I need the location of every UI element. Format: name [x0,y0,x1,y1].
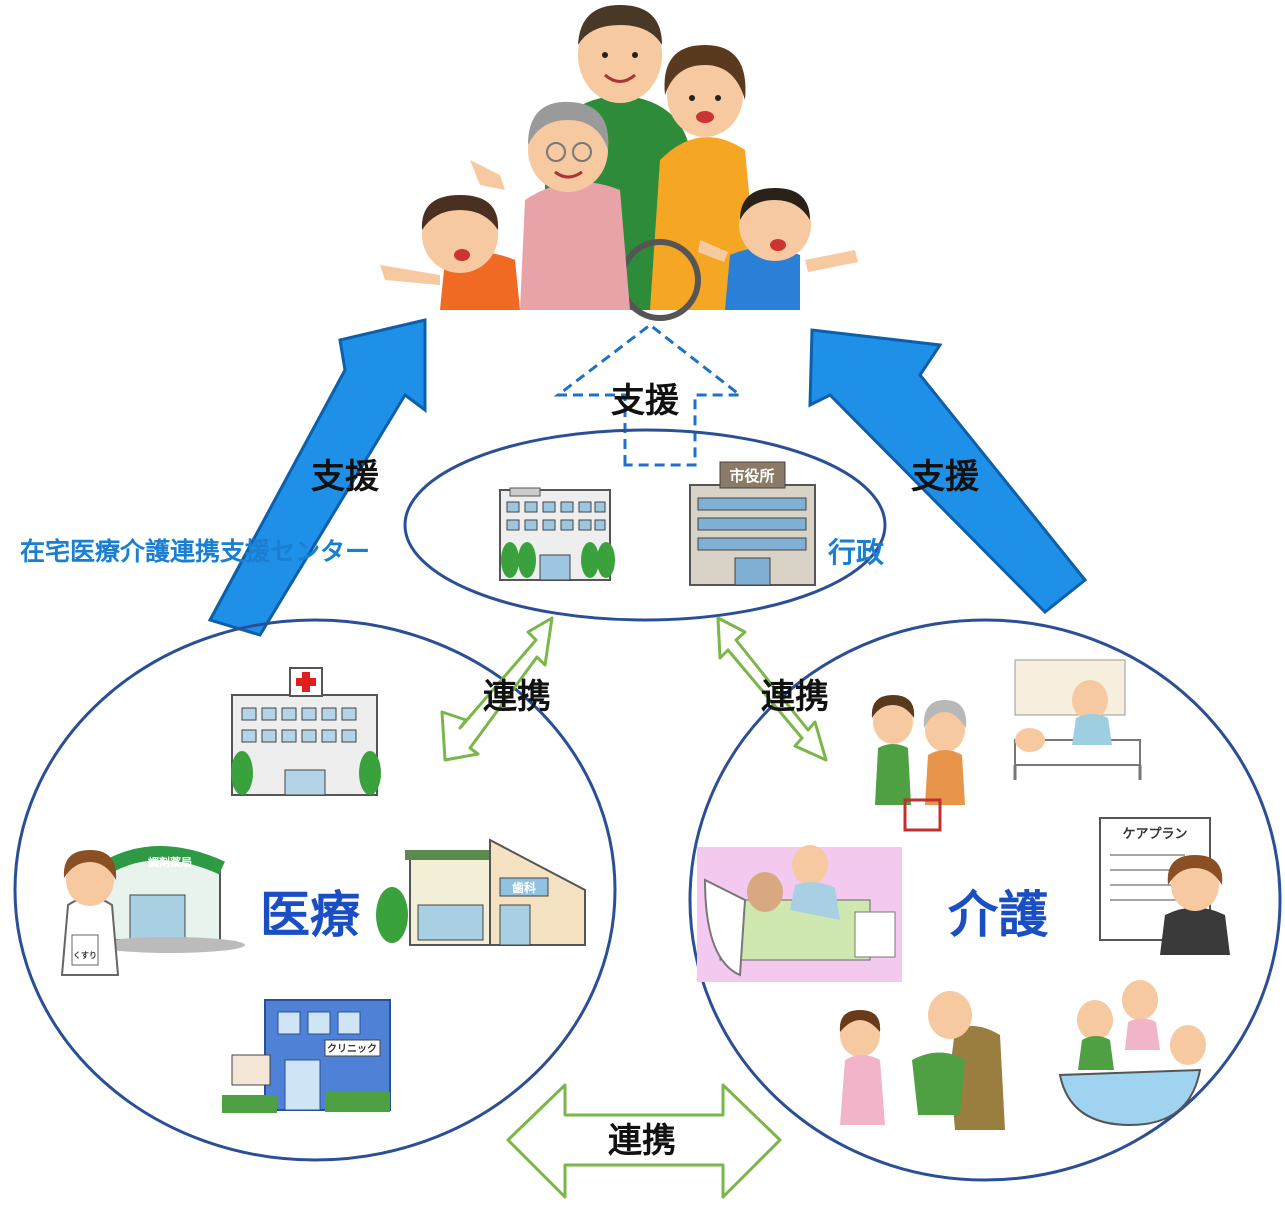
support-label-right: 支援 [911,457,980,497]
girl-figure [380,160,520,310]
grandmother-figure [520,101,701,321]
support-label-center: 支援 [611,381,680,421]
link-arrow-bottom [506,1083,782,1199]
caregiver-walking-figure [871,695,967,832]
care-manager-figure [1160,855,1230,955]
bedside-care-figure [1013,659,1142,780]
medicine-label: くすり [73,951,97,960]
link-arrow-left [440,616,554,762]
support-arrow-right [808,328,1088,615]
boy-figure [698,188,858,310]
care-circle [688,618,1282,1182]
support-center-building [499,487,615,581]
clinic-sign: クリニック [327,1043,377,1055]
hospital-building [231,667,381,796]
link-label-left: 連携 [483,677,551,717]
medical-circle [13,618,617,1162]
family-illustration [380,5,858,321]
pharmacy-building: 調剤薬局 [90,846,245,953]
dental-clinic-building: 歯科 [376,838,586,946]
city-hall-building: 市役所 [689,461,816,586]
support-arrow-left [207,318,427,637]
support-center-label: 在宅医療介護連携支援センター [20,537,370,566]
care-label: 介護 [948,886,1049,944]
health-check-scene [839,991,1005,1130]
pharmacy-sign: 調剤薬局 [148,855,192,869]
medical-label: 医療 [260,886,360,944]
link-label-right: 連携 [761,677,829,717]
support-arrow-center [553,323,745,467]
link-label-bottom: 連携 [608,1121,676,1161]
support-label-left: 支援 [311,457,380,497]
clinic-building: クリニック [222,999,391,1113]
center-ellipse [403,428,887,622]
care-plan-title: ケアプラン [1122,827,1187,842]
bathing-care-scene [1058,980,1206,1127]
dental-sign: 歯科 [512,880,536,895]
city-hall-sign: 市役所 [729,467,774,485]
home-dental-care-scene [697,845,902,982]
link-arrow-right [716,616,828,762]
pharmacist-figure: くすり [60,850,120,976]
government-label: 行政 [827,536,884,569]
